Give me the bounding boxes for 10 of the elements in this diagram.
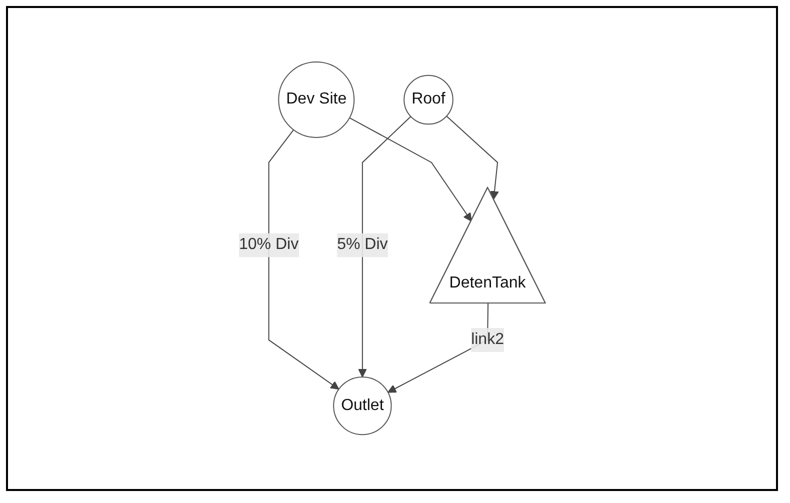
arrow xyxy=(358,116,412,378)
node-circle: Roof xyxy=(403,75,454,125)
edge-label: link2 xyxy=(470,331,504,348)
node-circle: Outlet xyxy=(332,376,392,436)
edge-label: 10% Div xyxy=(238,236,298,254)
arrow xyxy=(348,117,472,222)
edge-label: 5% Div xyxy=(336,236,388,254)
node-circle: Dev Site xyxy=(278,62,354,138)
arrow xyxy=(446,116,499,200)
arrow xyxy=(268,129,340,390)
